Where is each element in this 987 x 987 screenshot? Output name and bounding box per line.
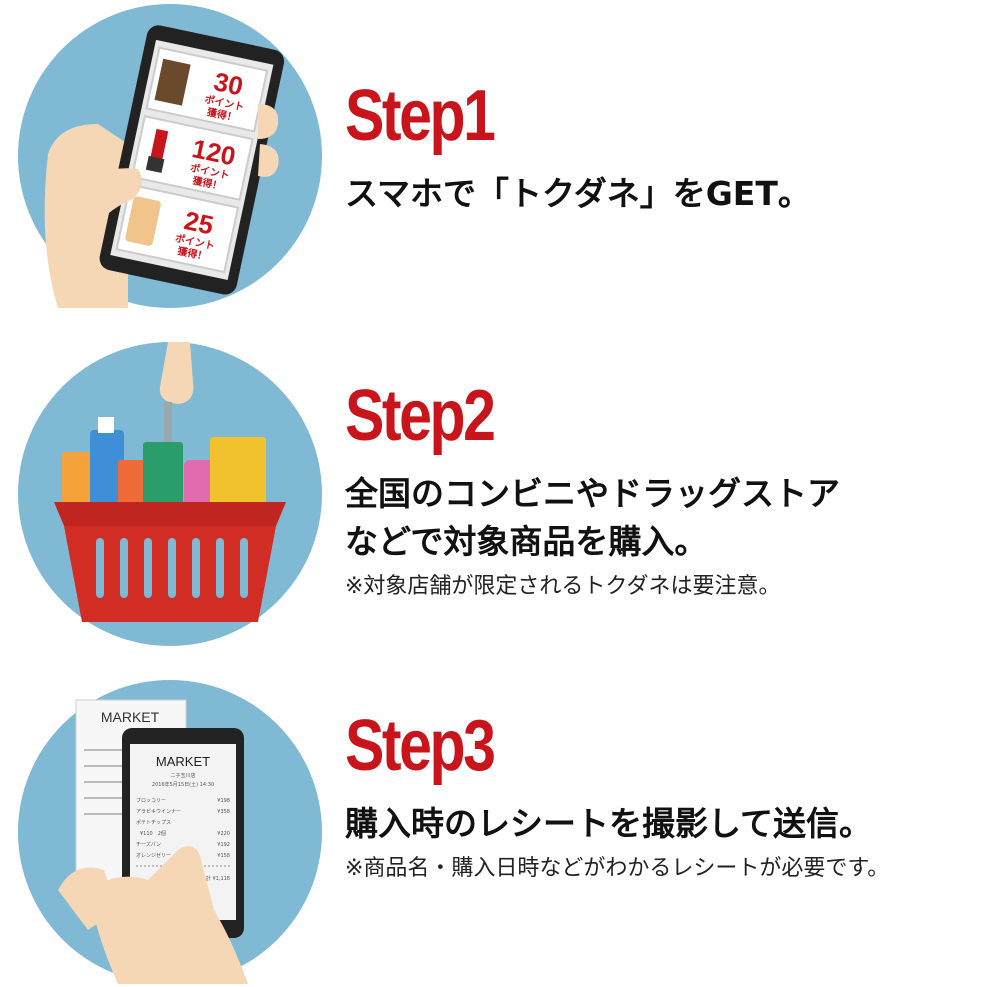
- step-2-description-line-1: 全国のコンビニやドラッグストア: [345, 474, 840, 513]
- receipt-item-price: ¥192: [217, 842, 230, 848]
- receipt-total: 計 ¥1,118: [206, 875, 230, 882]
- step-1-illustration: 30 ポイント 獲得！ 120 ポイント 獲得！ 25 ポイント: [18, 4, 322, 308]
- step-1-title: Step1: [345, 76, 496, 156]
- step-1-description: スマホで「トクダネ」をGET。: [345, 170, 965, 218]
- step-3-note: ※商品名・購入日時などがわかるレシートが必要です。: [345, 856, 890, 881]
- step-1-text: Step1 スマホで「トクダネ」をGET。: [345, 80, 965, 218]
- receipt-branch: ニ子玉川店: [170, 772, 195, 779]
- step-1-description-line: スマホで「トクダネ」をGET。: [345, 174, 811, 213]
- step-3-text: Step3 購入時のレシートを撮影して送信。 ※商品名・購入日時などがわかるレシ…: [345, 710, 965, 886]
- receipt-item-name: ブロッコリー: [136, 797, 166, 804]
- receipt-date: 2016年5月15日(土) 14:30: [152, 781, 214, 788]
- step-2-title: Step2: [345, 376, 496, 456]
- receipt-item-name: アラビキウインナー: [136, 808, 181, 815]
- step-3-description-line: 購入時のレシートを撮影して送信。: [345, 804, 873, 843]
- receipt-item-price: ¥358: [217, 809, 230, 815]
- coupon-3-points: 25: [182, 205, 217, 240]
- receipt-store: MARKET: [156, 754, 210, 769]
- receipt-item-price: ¥220: [217, 831, 230, 837]
- receipt-photo-illustration: MARKET MARKET ニ子玉川店 2016年5月15日(土) 14:30 …: [18, 680, 322, 984]
- receipt-item-name: チーズパン: [136, 841, 161, 848]
- step-3-illustration: MARKET MARKET ニ子玉川店 2016年5月15日(土) 14:30 …: [18, 680, 322, 984]
- step-3-description: 購入時のレシートを撮影して送信。: [345, 800, 965, 848]
- step-1: 30 ポイント 獲得！ 120 ポイント 獲得！ 25 ポイント: [0, 0, 987, 320]
- receipt-paper-store: MARKET: [101, 709, 160, 725]
- step-2-text: Step2 全国のコンビニやドラッグストア などで対象商品を購入。 ※対象店舗が…: [345, 380, 965, 604]
- step-2-description: 全国のコンビニやドラッグストア などで対象商品を購入。: [345, 470, 965, 566]
- receipt-item-name: ¥110 2個: [140, 830, 166, 837]
- step-2-description-line-2: などで対象商品を購入。: [345, 522, 708, 561]
- coupon-1-points: 30: [211, 66, 246, 101]
- step-3-title: Step3: [345, 706, 496, 786]
- receipt-item-name: オレンジゼリー: [136, 852, 171, 859]
- step-2-illustration: [18, 342, 322, 646]
- receipt-item-name: ポテトチップス: [136, 819, 171, 826]
- step-2-note: ※対象店舗が限定されるトクダネは要注意。: [345, 574, 781, 599]
- receipt-item-price: ¥198: [217, 798, 230, 804]
- receipt-item-price: ¥158: [217, 853, 230, 859]
- step-3: MARKET MARKET ニ子玉川店 2016年5月15日(土) 14:30 …: [0, 660, 987, 984]
- shopping-basket-illustration: [18, 342, 322, 646]
- step-2: Step2 全国のコンビニやドラッグストア などで対象商品を購入。 ※対象店舗が…: [0, 330, 987, 650]
- phone-coupons-illustration: 30 ポイント 獲得！ 120 ポイント 獲得！ 25 ポイント: [18, 4, 322, 308]
